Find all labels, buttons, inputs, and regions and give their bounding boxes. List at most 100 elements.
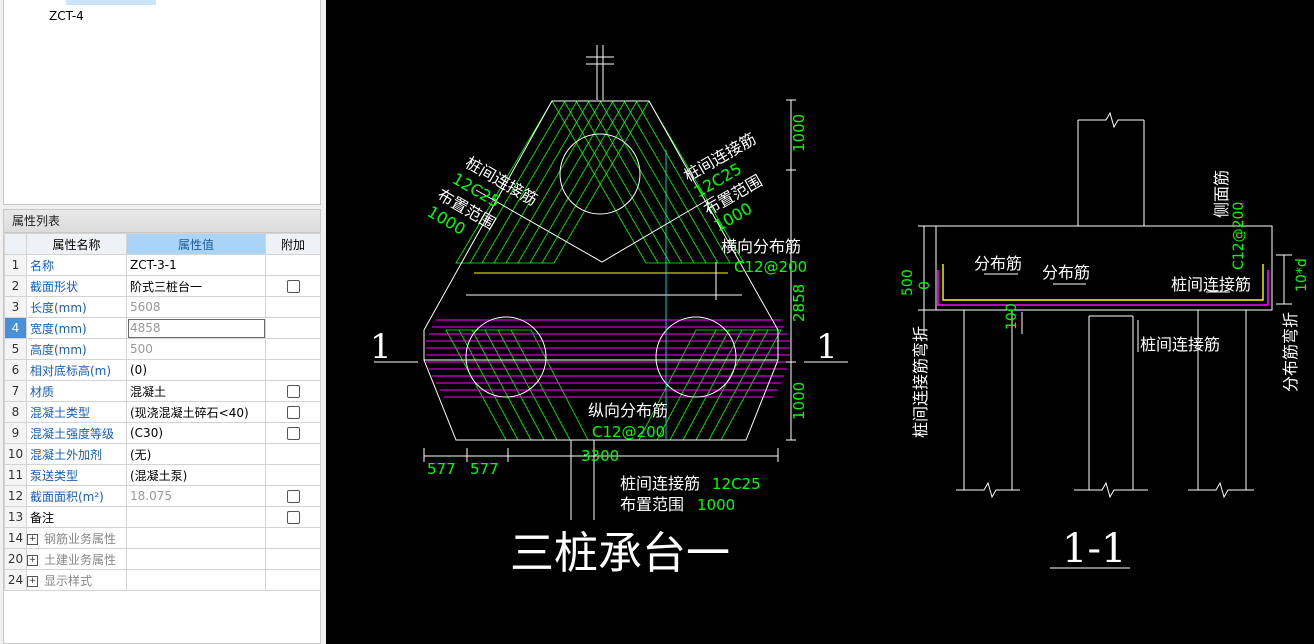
dim-bot-total: 3300 bbox=[581, 447, 619, 465]
property-value[interactable]: (无) bbox=[126, 443, 266, 465]
label-right-bend: 分布筋弯折 bbox=[1281, 312, 1300, 392]
group-label: 土建业务属性 bbox=[44, 552, 117, 567]
dim-bot-a: 577 bbox=[427, 460, 456, 478]
label-trans-dist: 横向分布筋 bbox=[721, 237, 801, 256]
cap-outline bbox=[423, 100, 779, 441]
row-number: 7 bbox=[4, 380, 27, 402]
extra-checkbox[interactable] bbox=[286, 511, 300, 524]
cad-canvas: 1 1 桩间连接筋 12C25 布置范围 1000 桩间连接筋 12C25 布置… bbox=[370, 45, 1310, 579]
header-value[interactable]: 属性值 bbox=[126, 233, 266, 255]
property-value[interactable]: 18.075 bbox=[126, 485, 266, 507]
property-value[interactable]: (0) bbox=[126, 359, 266, 381]
property-value[interactable]: 5608 bbox=[126, 296, 266, 318]
plan-title: 三桩承台一 bbox=[510, 528, 730, 579]
property-value[interactable]: 阶式三桩台一 bbox=[126, 275, 266, 297]
row-number: 8 bbox=[4, 401, 27, 423]
property-name: 截面形状 bbox=[26, 275, 127, 297]
property-value[interactable] bbox=[126, 527, 266, 549]
row-number: 11 bbox=[4, 464, 27, 486]
label-left-bend: 桩间连接筋弯折 bbox=[911, 326, 930, 438]
row-number: 14 bbox=[4, 527, 27, 549]
property-row[interactable]: 20+ 土建业务属性 bbox=[4, 548, 321, 570]
property-value[interactable]: ZCT-3-1 bbox=[126, 254, 266, 276]
header-name[interactable]: 属性名称 bbox=[26, 233, 127, 255]
row-number: 10 bbox=[4, 443, 27, 465]
property-extra bbox=[265, 548, 321, 570]
label-conn-top: 桩间连接筋 bbox=[1171, 275, 1251, 294]
label-bottom-range: 布置范围 bbox=[620, 495, 684, 514]
extra-checkbox[interactable] bbox=[286, 385, 300, 398]
expand-icon[interactable]: + bbox=[27, 554, 38, 566]
property-value[interactable]: (混凝土泵) bbox=[126, 464, 266, 486]
property-value[interactable]: 4858 bbox=[126, 317, 266, 339]
dim-right-bot: 1000 bbox=[790, 382, 808, 420]
property-value[interactable] bbox=[126, 569, 266, 591]
right-dimension bbox=[786, 99, 796, 441]
property-extra bbox=[265, 422, 321, 444]
property-name: 名称 bbox=[26, 254, 127, 276]
property-row[interactable]: 14+钢筋业务属性 bbox=[4, 527, 321, 549]
bottom-dimension bbox=[423, 448, 779, 462]
property-value[interactable]: 混凝土 bbox=[126, 380, 266, 402]
expand-icon[interactable]: + bbox=[27, 533, 38, 545]
property-name: 备注 bbox=[26, 506, 127, 528]
label-bottom-conn-bar: 12C25 bbox=[712, 475, 761, 493]
cad-drawing-area[interactable]: 1 1 桩间连接筋 12C25 布置范围 1000 桩间连接筋 12C25 布置… bbox=[326, 0, 1314, 644]
row-number: 24 bbox=[4, 569, 27, 591]
row-number: 20 bbox=[4, 548, 27, 570]
dim-right-mid: 2858 bbox=[790, 284, 808, 322]
property-panel-title: 属性列表 bbox=[4, 210, 320, 233]
property-value[interactable] bbox=[126, 548, 266, 570]
extra-checkbox[interactable] bbox=[286, 427, 300, 440]
property-name: + 土建业务属性 bbox=[26, 548, 127, 570]
label-side-bar-val: C12@200 bbox=[1231, 202, 1247, 270]
property-name: 高度(mm) bbox=[26, 338, 127, 360]
section-mark-left: 1 bbox=[370, 327, 392, 367]
label-bottom-range-val: 1000 bbox=[697, 496, 735, 514]
property-name: 材质 bbox=[26, 380, 127, 402]
property-row[interactable]: 24+显示样式 bbox=[4, 569, 321, 591]
property-value[interactable]: (C30) bbox=[126, 422, 266, 444]
tree-item-zct-4[interactable]: ZCT-4 bbox=[49, 9, 84, 23]
property-name: +钢筋业务属性 bbox=[26, 527, 127, 549]
label-bottom-conn: 桩间连接筋 bbox=[620, 474, 700, 493]
property-extra bbox=[265, 506, 321, 528]
section-magenta-rebar bbox=[937, 270, 1269, 306]
label-dist2: 分布筋 bbox=[1042, 263, 1090, 282]
label-conn-bottom: 桩间连接筋 bbox=[1140, 335, 1220, 354]
extra-checkbox[interactable] bbox=[286, 280, 300, 293]
column-mark bbox=[586, 45, 614, 100]
property-extra bbox=[265, 338, 321, 360]
extra-checkbox[interactable] bbox=[286, 406, 300, 419]
property-extra bbox=[265, 296, 321, 318]
property-value[interactable]: 500 bbox=[126, 338, 266, 360]
property-extra bbox=[265, 275, 321, 297]
property-extra bbox=[265, 380, 321, 402]
property-value[interactable]: (现浇混凝土碎石<40) bbox=[126, 401, 266, 423]
property-name: 混凝土强度等级 bbox=[26, 422, 127, 444]
extra-checkbox[interactable] bbox=[286, 490, 300, 503]
property-extra bbox=[265, 317, 321, 339]
expand-icon[interactable]: + bbox=[27, 575, 38, 587]
section-view bbox=[918, 111, 1292, 569]
property-value[interactable] bbox=[126, 506, 266, 528]
property-extra bbox=[265, 569, 321, 591]
row-number: 13 bbox=[4, 506, 27, 528]
row-number: 3 bbox=[4, 296, 27, 318]
header-extra[interactable]: 附加 bbox=[265, 233, 321, 255]
plan-view bbox=[374, 45, 848, 520]
